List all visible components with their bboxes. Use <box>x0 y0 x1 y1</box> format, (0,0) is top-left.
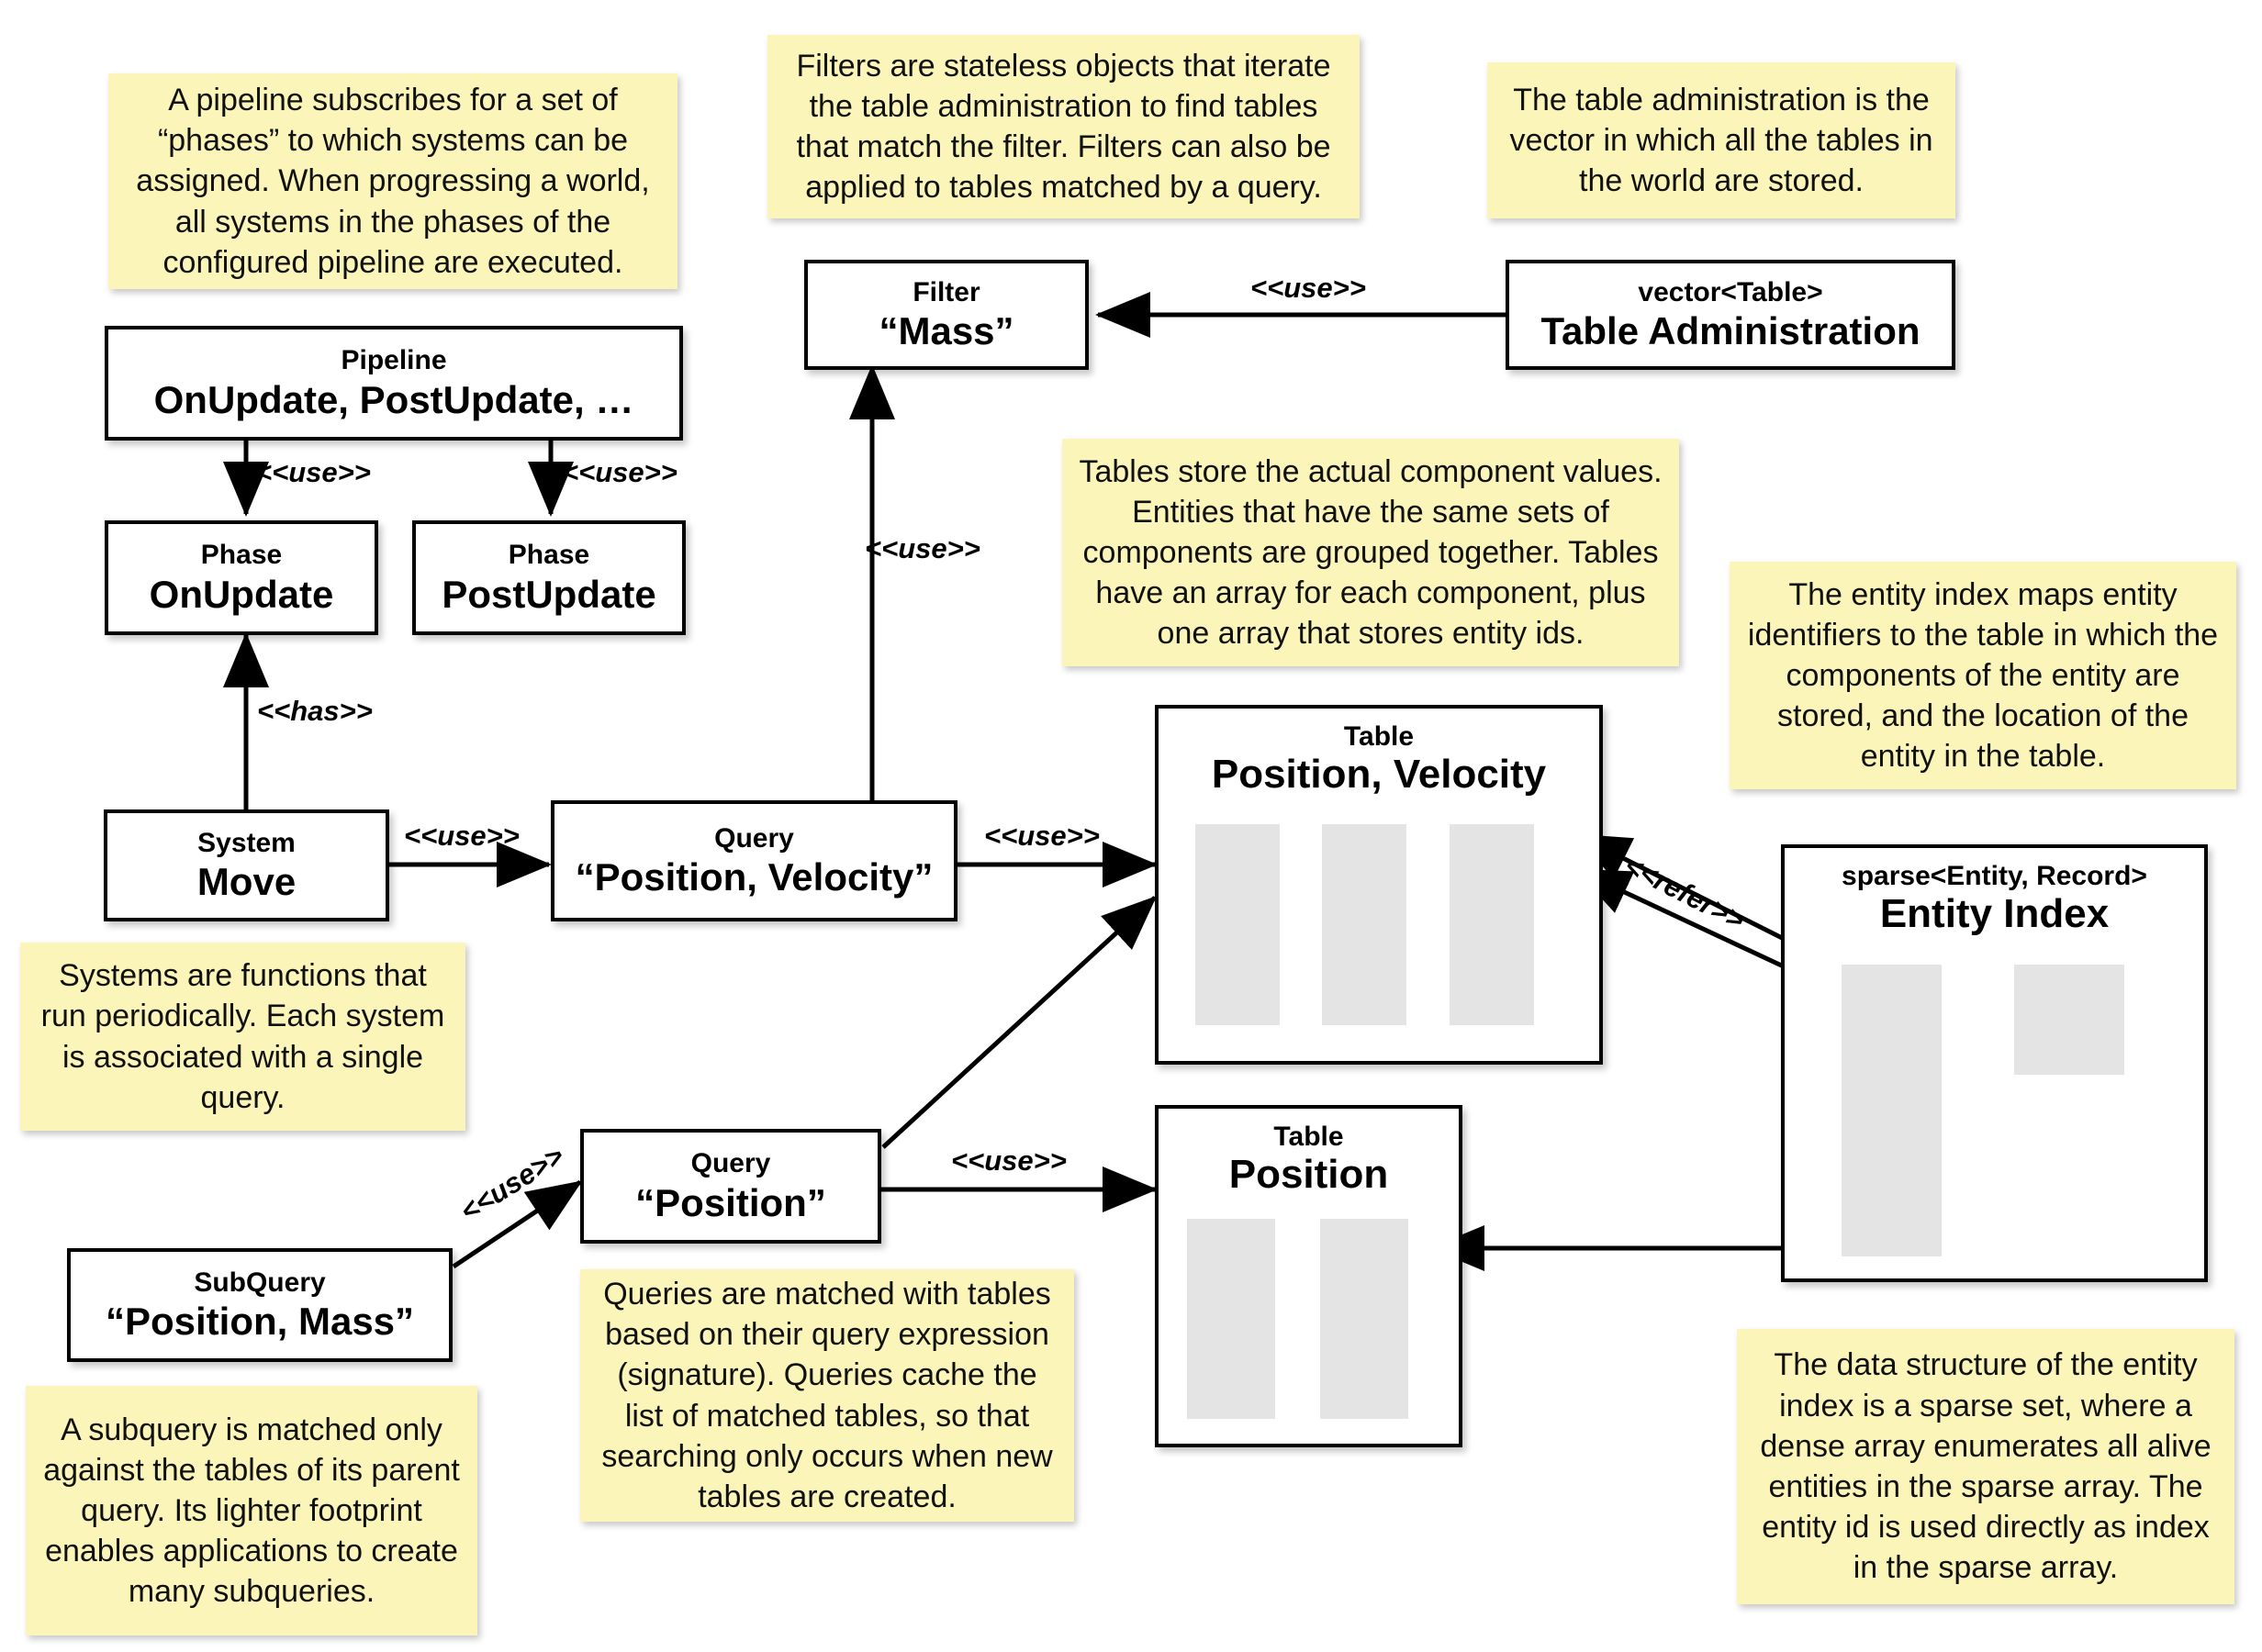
box-filter-mass[interactable]: Filter “Mass” <box>804 260 1089 370</box>
box-pipeline[interactable]: Pipeline OnUpdate, PostUpdate, … <box>105 326 683 441</box>
table-pv-name: Position, Velocity <box>1211 752 1547 797</box>
note-table-administration: The table administration is the vector i… <box>1487 62 1955 218</box>
label-pipeline-phase-onupdate: <<use>> <box>255 456 371 488</box>
entity-index-header: sparse<Entity, Record> Entity Index <box>1785 848 2204 936</box>
box-query-position-velocity[interactable]: Query “Position, Velocity” <box>551 800 957 921</box>
box-system-move-stereotype: System <box>197 827 296 858</box>
box-table-administration[interactable]: vector<Table> Table Administration <box>1506 260 1955 370</box>
note-entity-index: The entity index maps entity identifiers… <box>1730 562 2236 789</box>
note-filter: Filters are stateless objects that itera… <box>767 35 1360 218</box>
box-table-admin-name: Table Administration <box>1540 309 1920 353</box>
label-querypv-uses-table: <<use>> <box>984 820 1100 852</box>
label-system-has-phase: <<has>> <box>257 695 373 727</box>
box-table-position-velocity[interactable]: Table Position, Velocity <box>1155 705 1603 1065</box>
box-subquery-position-mass[interactable]: SubQuery “Position, Mass” <box>67 1248 453 1362</box>
note-pipeline: A pipeline subscribes for a set of “phas… <box>108 73 677 289</box>
edge-queryp-tablepv <box>881 895 1158 1149</box>
note-systems: Systems are functions that run periodica… <box>20 943 465 1131</box>
box-subquery-name: “Position, Mass” <box>105 1300 415 1344</box>
table-p-name: Position <box>1228 1152 1389 1197</box>
note-tables: Tables store the actual component values… <box>1062 439 1679 666</box>
note-sparse-set: The data structure of the entity index i… <box>1737 1329 2234 1604</box>
box-entity-index[interactable]: sparse<Entity, Record> Entity Index <box>1781 844 2208 1282</box>
label-queryp-uses-table: <<use>> <box>951 1144 1067 1177</box>
label-system-uses-query: <<use>> <box>404 820 520 852</box>
box-query-position[interactable]: Query “Position” <box>580 1129 881 1244</box>
label-subquery-uses-query: <<use>> <box>454 1139 570 1228</box>
note-subquery: A subquery is matched only against the t… <box>26 1386 477 1635</box>
entity-index-dense-array <box>1842 965 1942 1256</box>
box-phase-postupdate-stereotype: Phase <box>508 540 590 571</box>
box-pipeline-stereotype: Pipeline <box>341 345 447 376</box>
box-phase-onupdate-name: OnUpdate <box>149 572 334 616</box>
label-pipeline-phase-postupdate: <<use>> <box>562 456 677 488</box>
entity-index-name: Entity Index <box>1879 891 2110 936</box>
table-pv-column-1 <box>1195 824 1280 1025</box>
table-pv-stereotype: Table <box>1343 721 1415 752</box>
box-phase-postupdate-name: PostUpdate <box>442 572 656 616</box>
table-p-column-1 <box>1187 1219 1275 1419</box>
box-system-move-name: Move <box>196 860 297 904</box>
label-index-refers-table: <<refer>> <box>1619 849 1750 937</box>
box-pipeline-name: OnUpdate, PostUpdate, … <box>153 377 634 421</box>
box-system-move[interactable]: System Move <box>104 809 389 921</box>
table-p-stereotype: Table <box>1273 1122 1344 1152</box>
box-query-p-name: “Position” <box>635 1180 826 1224</box>
entity-index-stereotype: sparse<Entity, Record> <box>1842 861 2147 891</box>
table-pv-header: Table Position, Velocity <box>1159 709 1599 797</box>
box-query-pv-name: “Position, Velocity” <box>575 855 934 899</box>
table-pv-column-2 <box>1322 824 1406 1025</box>
table-p-column-2 <box>1320 1219 1408 1419</box>
box-query-p-stereotype: Query <box>690 1148 771 1179</box>
box-filter-name: “Mass” <box>879 309 1014 353</box>
box-table-position[interactable]: Table Position <box>1155 1105 1462 1447</box>
box-phase-onupdate-stereotype: Phase <box>200 540 283 571</box>
label-admin-uses-filter: <<use>> <box>1250 272 1366 304</box>
box-filter-stereotype: Filter <box>913 276 980 307</box>
box-phase-onupdate[interactable]: Phase OnUpdate <box>105 520 378 635</box>
table-p-header: Table Position <box>1159 1109 1459 1197</box>
note-queries: Queries are matched with tables based on… <box>580 1269 1074 1522</box>
table-pv-column-3 <box>1450 824 1534 1025</box>
entity-index-sparse-array <box>2014 965 2124 1075</box>
box-query-pv-stereotype: Query <box>714 822 794 854</box>
box-phase-postupdate[interactable]: Phase PostUpdate <box>412 520 686 635</box>
box-table-admin-stereotype: vector<Table> <box>1638 276 1823 307</box>
box-subquery-stereotype: SubQuery <box>194 1267 326 1298</box>
label-query-uses-filter: <<use>> <box>865 532 980 564</box>
